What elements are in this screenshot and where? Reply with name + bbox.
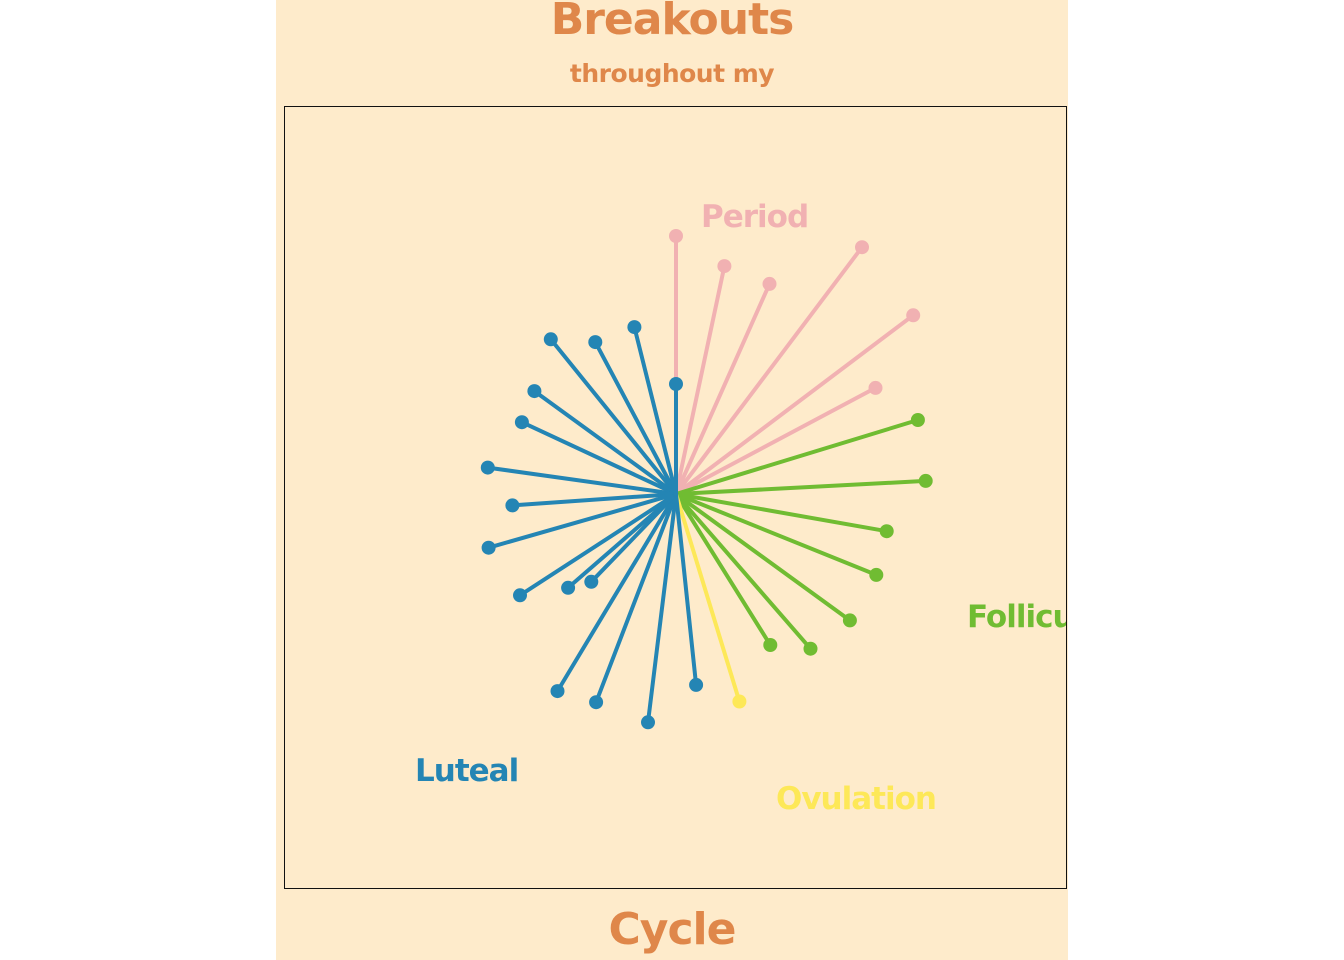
spoke-luteal-7 (486, 492, 678, 550)
spoke-dot-luteal-7 (481, 540, 496, 555)
phase-label-follicular: Follicular (967, 599, 1066, 635)
radial-chart: Period Follicular Ovulation Luteal (415, 199, 1066, 817)
spoke-dot-luteal-8 (505, 498, 520, 513)
spokes-group (480, 229, 933, 730)
spoke-dot-luteal-4 (584, 574, 599, 589)
spoke-luteal-5 (566, 492, 678, 590)
spoke-luteal-6 (518, 492, 678, 598)
phase-labels-group: Period Follicular Ovulation Luteal (415, 199, 1066, 817)
spoke-dot-luteal-6 (513, 588, 527, 603)
spoke-dot-luteal-3 (550, 684, 565, 699)
spoke-dot-follicular-5 (803, 641, 818, 656)
spoke-dot-period-4 (906, 308, 921, 323)
spoke-dot-luteal-0 (689, 677, 704, 692)
spoke-luteal-1 (646, 492, 678, 725)
chart-canvas: Breakouts throughout my Period Follicula… (276, 0, 1068, 960)
spoke-dot-luteal-11 (527, 384, 542, 399)
spoke-dot-period-3 (855, 240, 869, 255)
spoke-follicular-5 (674, 492, 813, 651)
spoke-luteal-9 (485, 465, 678, 496)
spoke-dot-period-2 (762, 276, 777, 291)
spoke-follicular-0 (674, 418, 920, 496)
spoke-dot-follicular-4 (842, 613, 857, 628)
spoke-period-3 (674, 245, 864, 496)
spoke-period-2 (674, 281, 772, 496)
spoke-luteal-8 (510, 492, 678, 508)
spoke-dot-luteal-15 (669, 377, 683, 391)
spoke-dot-follicular-2 (879, 524, 894, 539)
spoke-luteal-0 (674, 492, 699, 687)
spoke-dot-luteal-2 (589, 695, 604, 710)
chart-title-bottom: Cycle (608, 904, 737, 955)
spoke-luteal-2 (594, 492, 678, 705)
spoke-dot-follicular-3 (869, 567, 884, 582)
spoke-dot-follicular-6 (763, 638, 778, 652)
spoke-dot-period-1 (717, 259, 732, 274)
spoke-dot-luteal-14 (627, 320, 642, 335)
spoke-period-5 (674, 385, 878, 496)
spoke-dot-period-5 (868, 380, 883, 395)
spoke-period-4 (674, 313, 916, 496)
spoke-luteal-12 (548, 337, 678, 496)
spoke-dot-luteal-10 (514, 415, 529, 430)
spoke-follicular-3 (674, 492, 879, 577)
spoke-dot-period-0 (669, 229, 683, 243)
spoke-luteal-13 (593, 340, 678, 496)
spoke-luteal-10 (519, 420, 678, 496)
phase-label-luteal: Luteal (415, 753, 518, 789)
spoke-dot-luteal-12 (543, 332, 558, 347)
spoke-dot-luteal-1 (641, 715, 655, 730)
spoke-dot-ovulation-0 (732, 694, 747, 709)
phase-label-period: Period (701, 199, 808, 235)
spoke-follicular-2 (674, 492, 889, 534)
spoke-follicular-6 (674, 492, 773, 647)
spoke-luteal-11 (532, 389, 678, 496)
spoke-follicular-1 (674, 478, 928, 496)
spoke-period-1 (674, 264, 727, 496)
spoke-ovulation-0 (674, 492, 742, 704)
phase-label-ovulation: Ovulation (776, 781, 936, 817)
spoke-dot-luteal-9 (480, 460, 495, 475)
spoke-dot-follicular-1 (918, 473, 933, 488)
chart-title: Breakouts (550, 0, 795, 45)
spoke-dot-follicular-0 (910, 413, 925, 427)
spoke-dot-luteal-13 (588, 335, 603, 350)
spoke-luteal-3 (555, 492, 678, 694)
spoke-follicular-4 (674, 492, 852, 623)
plot-area: Period Follicular Ovulation Luteal (284, 106, 1067, 889)
spoke-luteal-14 (632, 325, 678, 496)
chart-subtitle: throughout my (569, 59, 775, 88)
spoke-dot-luteal-5 (561, 580, 576, 595)
